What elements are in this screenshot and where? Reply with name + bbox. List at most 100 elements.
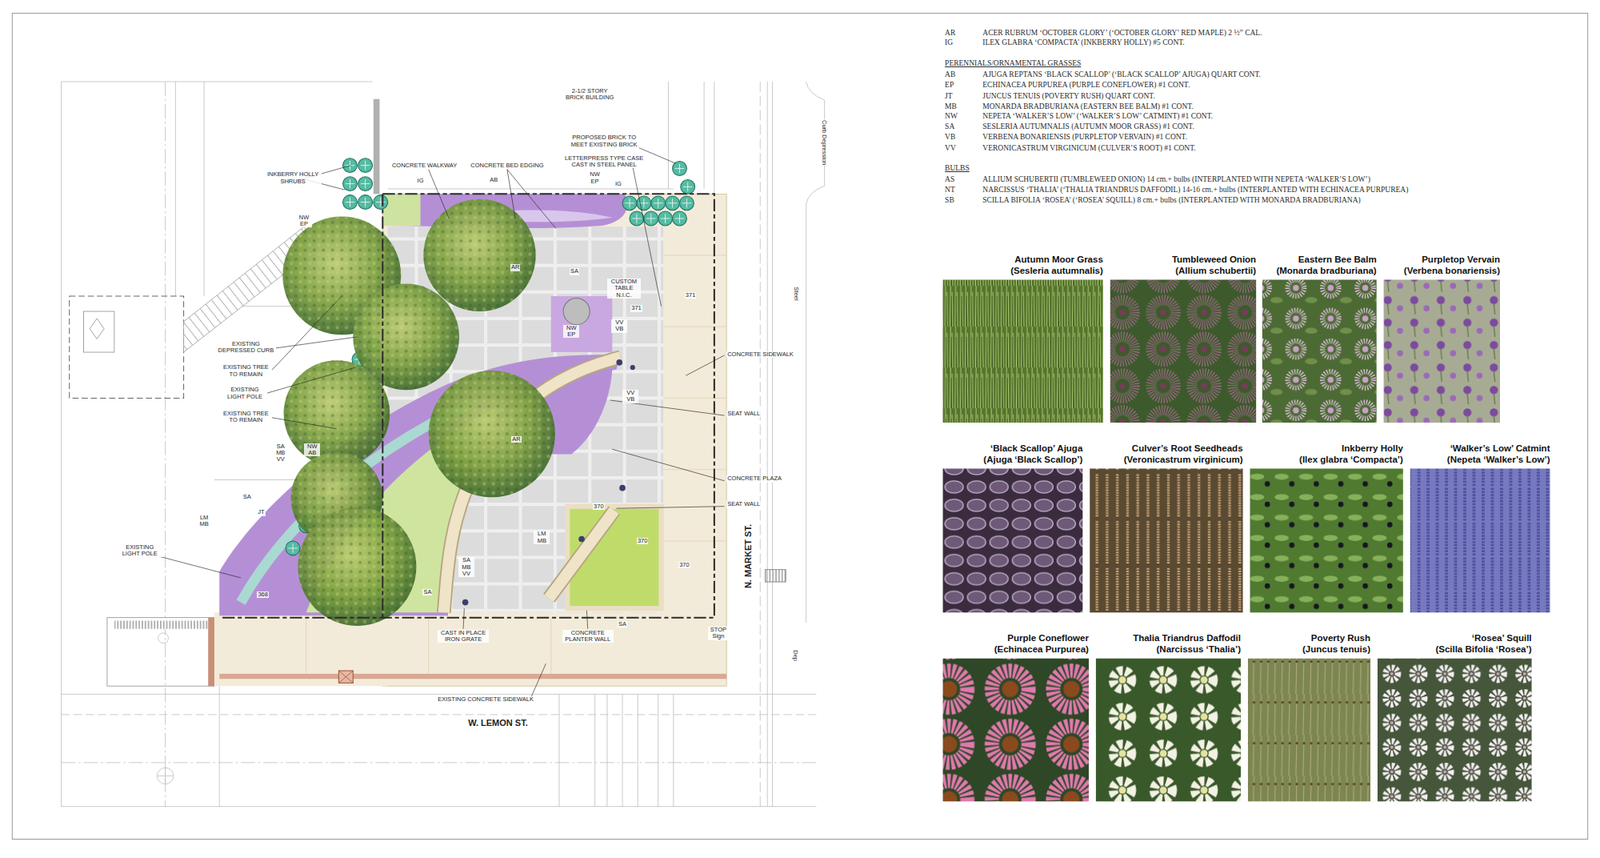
plant-code: IG	[416, 177, 425, 184]
callout-note: EXISTING TREE TO REMAIN	[219, 364, 272, 378]
plant-code: NW AB	[304, 443, 320, 457]
building-note: 2-1/2 STORY BRICK BUILDING	[562, 88, 617, 102]
caption-line: Purpletop Vervain	[1404, 253, 1500, 265]
callout-note: SEAT WALL	[726, 500, 761, 508]
caption-line: ‘Walker’s Low’ Catmint	[1447, 442, 1551, 454]
street-name: W. LEMON ST.	[466, 717, 530, 728]
photo-caption: Eastern Bee Balm(Monarda bradburiana)	[1276, 253, 1376, 277]
schedule-code: AS	[944, 175, 955, 184]
schedule-description: ILEX GLABRA ‘COMPACTA’ (INKBERRY HOLLY) …	[982, 38, 1184, 47]
plant-photo-tile: Inkberry Holly(Ilex glabra ‘Compacta’)	[1250, 442, 1404, 613]
schedule-code: VB	[944, 132, 956, 141]
schedule-code: NW	[944, 112, 958, 120]
elevation-number: 371	[630, 304, 643, 312]
caption-line: Culver’s Root Seedheads	[1124, 442, 1244, 454]
plant-code: NW EP	[587, 171, 604, 185]
elevation-number: 370	[636, 537, 649, 544]
callout-note: EXISTING DEPRESSED CURB	[215, 340, 276, 355]
caption-line: (Verbena bonariensis)	[1404, 264, 1500, 276]
callout-note: SEAT WALL	[726, 410, 761, 417]
caption-line: Inkberry Holly	[1299, 442, 1404, 454]
schedule-description: AJUGA REPTANS ‘BLACK SCALLOP’ (‘BLACK SC…	[982, 70, 1261, 79]
caption-line: ‘Rosea’ Squill	[1435, 632, 1532, 644]
plant-photo-tile: Autumn Moor Grass(Sesleria autumnalis)	[943, 253, 1104, 423]
callout-note: EXISTING TREE TO REMAIN	[219, 410, 272, 424]
plant-photo-tile: ‘Walker’s Low’ Catmint(Nepeta ‘Walker’s …	[1410, 442, 1551, 613]
curb-note: Dep	[791, 648, 798, 662]
plant-photo-tile: ‘Black Scallop’ Ajuga(Ajuga ‘Black Scall…	[943, 442, 1084, 613]
plant-code: AB	[488, 176, 499, 184]
plant-code: SA	[422, 588, 432, 596]
schedule-heading: PERENNIALS/ORNAMENTAL GRASSES	[944, 59, 1081, 68]
photo-caption: ‘Rosea’ Squill(Scilla Bifolia ‘Rosea’)	[1435, 632, 1532, 656]
callout-note: LETTERPRESS TYPE CASE CAST IN STEEL PANE…	[563, 155, 645, 169]
schedule-heading: BULBS	[944, 164, 970, 172]
schedule-description: ALLIUM SCHUBERTII (TUMBLEWEED ONION) 14 …	[982, 175, 1371, 184]
plant-photo-tile: Thalia Triandrus Daffodil(Narcissus ‘Tha…	[1096, 632, 1241, 801]
photo-caption: Thalia Triandrus Daffodil(Narcissus ‘Tha…	[1132, 632, 1241, 656]
callout-note: CONCRETE SIDEWALK	[726, 351, 795, 358]
schedule-description: NEPETA ‘WALKER’S LOW’ (‘WALKER’S LOW’ CA…	[982, 112, 1213, 120]
photo-caption: Culver’s Root Seedheads(Veronicastrum vi…	[1124, 442, 1244, 466]
plant-photo-tile: Tumbleweed Onion(Allium schubertii)	[1110, 253, 1256, 423]
caption-line: Purple Coneflower	[994, 632, 1089, 644]
plant-code: NW EP	[296, 214, 312, 228]
caption-line: (Veronicastrum virginicum)	[1124, 453, 1244, 465]
street-name: N. MARKET ST.	[743, 522, 753, 590]
caption-line: ‘Black Scallop’ Ajuga	[983, 442, 1083, 454]
photo-caption: ‘Black Scallop’ Ajuga(Ajuga ‘Black Scall…	[983, 442, 1083, 466]
schedule-description: VERBENA BONARIENSIS (PURPLETOP VERVAIN) …	[982, 132, 1188, 141]
schedule-description: SCILLA BIFOLIA ‘ROSEA’ (‘ROSEA’ SQUILL) …	[982, 196, 1360, 204]
schedule-code: SB	[944, 196, 955, 204]
elevation-number: 370	[592, 503, 605, 510]
caption-line: (Echinacea Purpurea)	[994, 643, 1089, 655]
caption-line: Autumn Moor Grass	[1010, 253, 1104, 265]
schedule-code: NT	[944, 185, 956, 194]
photo-caption: Purpletop Vervain(Verbena bonariensis)	[1404, 253, 1500, 277]
plant-code: SA	[617, 620, 628, 628]
callout-note: CONCRETE BED EDGING	[469, 162, 544, 169]
caption-line: (Scilla Bifolia ‘Rosea’)	[1435, 643, 1532, 655]
schedule-code: JT	[944, 92, 953, 100]
callout-note: EXISTING LIGHT POLE	[117, 544, 163, 558]
caption-line: Eastern Bee Balm	[1276, 253, 1376, 265]
schedule-description: NARCISSUS ‘THALIA’ (‘THALIA TRIANDRUS DA…	[982, 185, 1408, 194]
plant-code: VV VB	[622, 389, 639, 404]
plant-photo-tile: Eastern Bee Balm(Monarda bradburiana)	[1262, 253, 1377, 423]
caption-line: (Allium schubertii)	[1172, 264, 1256, 276]
schedule-description: MONARDA BRADBURIANA (EASTERN BEE BALM) #…	[982, 102, 1193, 111]
schedule-code: SA	[944, 122, 955, 131]
photo-caption: ‘Walker’s Low’ Catmint(Nepeta ‘Walker’s …	[1447, 442, 1551, 466]
plant-code: SA	[569, 268, 580, 275]
schedule-code: MB	[944, 102, 957, 111]
plant-photo-tile: Purpletop Vervain(Verbena bonariensis)	[1384, 253, 1500, 423]
photo-caption: Autumn Moor Grass(Sesleria autumnalis)	[1010, 253, 1104, 277]
caption-line: (Sesleria autumnalis)	[1010, 264, 1104, 276]
plant-code: IG	[614, 180, 623, 188]
callout-note: INKBERRY HOLLY SHRUBS	[264, 171, 322, 185]
plant-code: SA MB VV	[272, 443, 289, 464]
callout-note: PROPOSED BRICK TO MEET EXISTING BRICK	[568, 134, 640, 148]
elevation-number: 370	[678, 561, 691, 568]
photo-caption: Inkberry Holly(Ilex glabra ‘Compacta’)	[1299, 442, 1404, 466]
schedule-description: SESLERIA AUTUMNALIS (AUTUMN MOOR GRASS) …	[982, 122, 1195, 131]
callout-note: EXISTING LIGHT POLE	[222, 386, 268, 400]
schedule-code: AB	[944, 70, 956, 79]
schedule-description: JUNCUS TENUIS (POVERTY RUSH) QUART CONT.	[982, 92, 1155, 100]
callout-note: CONCRETE PLANTER WALL	[562, 629, 614, 644]
callout-note: CONCRETE WALKWAY	[391, 162, 458, 169]
photo-caption: Poverty Rush(Juncus tenuis)	[1302, 632, 1371, 656]
plant-code: AR	[511, 436, 521, 443]
plant-photo-tile: Culver’s Root Seedheads(Veronicastrum vi…	[1089, 442, 1243, 613]
plant-code: NW EP	[563, 324, 580, 339]
schedule-code: VV	[944, 144, 956, 152]
plant-code: AR	[510, 264, 520, 271]
schedule-description: ECHINACEA PURPUREA (PURPLE CONEFLOWER) #…	[982, 80, 1190, 89]
callout-note: CAST IN PLACE IRON GRATE	[437, 629, 489, 644]
schedule-code: IG	[944, 38, 953, 47]
photo-caption: Tumbleweed Onion(Allium schubertii)	[1172, 253, 1256, 277]
callout-note: CONCRETE PLAZA	[726, 475, 783, 482]
plant-photo-tile: Purple Coneflower(Echinacea Purpurea)	[943, 632, 1089, 801]
plant-code: SA	[242, 493, 252, 500]
